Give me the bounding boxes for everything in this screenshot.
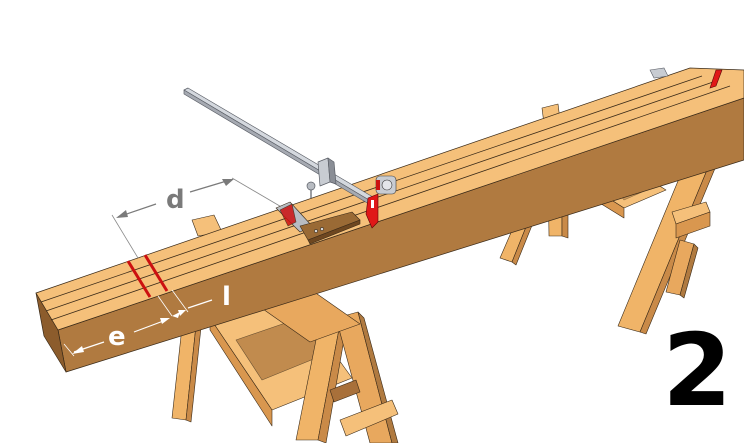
red-mark-lines xyxy=(126,254,169,298)
mark-line-1 xyxy=(126,260,152,298)
carpenter-square xyxy=(275,201,361,245)
step-number: 2 xyxy=(662,312,732,429)
label-l: l xyxy=(222,282,231,312)
label-e: e xyxy=(108,322,126,352)
far-trammel-point xyxy=(709,69,723,89)
dimension-e-l: e l xyxy=(63,282,231,357)
trammel-red-point xyxy=(365,193,379,229)
front-sawhorse xyxy=(171,214,399,443)
trammel-bar xyxy=(183,87,379,208)
far-trammel-slider xyxy=(649,67,669,79)
label-d: d xyxy=(166,185,185,215)
mark-line-2 xyxy=(143,254,169,292)
timber-beam xyxy=(35,67,744,373)
tape-measure xyxy=(375,175,397,195)
